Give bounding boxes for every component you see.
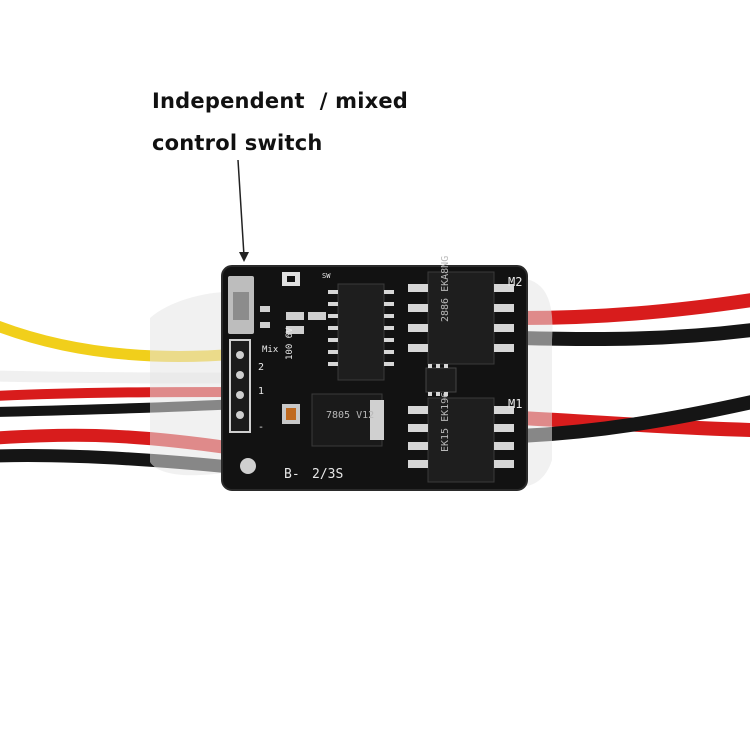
mosfet-bottom: EK15 EK196 bbox=[408, 392, 514, 483]
label-ch1: 1 bbox=[258, 386, 264, 397]
pcb-board: 7805 V12 2886 EKA8NG EK15 EK196 bbox=[221, 256, 528, 491]
caption-line-1: Independent / mixed bbox=[152, 89, 409, 113]
chip-reg-label: 7805 V12 bbox=[326, 410, 374, 421]
chip-bottom-label: EK15 EK196 bbox=[440, 392, 451, 452]
label-b-minus: B- bbox=[284, 467, 300, 482]
mcu-chip bbox=[328, 283, 394, 381]
label-ch2: 2 bbox=[258, 362, 264, 373]
pointer-arrow bbox=[237, 159, 249, 262]
caption-line-2: control switch bbox=[152, 131, 323, 155]
label-mix: Mix bbox=[262, 345, 279, 355]
label-m1: M1 bbox=[508, 397, 522, 411]
label-cells: 2/3S bbox=[312, 467, 343, 482]
label-sw: SW bbox=[322, 272, 331, 280]
chip-top-label: 2886 EKA8NG bbox=[440, 256, 451, 322]
mosfet-top: 2886 EKA8NG bbox=[408, 256, 514, 365]
label-m2: M2 bbox=[508, 275, 522, 289]
wire-red-m2 bbox=[513, 293, 750, 325]
voltage-regulator: 7805 V12 bbox=[282, 393, 384, 447]
wire-black-m2 bbox=[513, 323, 750, 347]
label-minus: - bbox=[258, 422, 264, 433]
label-capacitor: 100 6V bbox=[285, 327, 295, 360]
pin-header bbox=[229, 339, 251, 433]
caption: Independent / mixed control switch bbox=[152, 80, 472, 164]
